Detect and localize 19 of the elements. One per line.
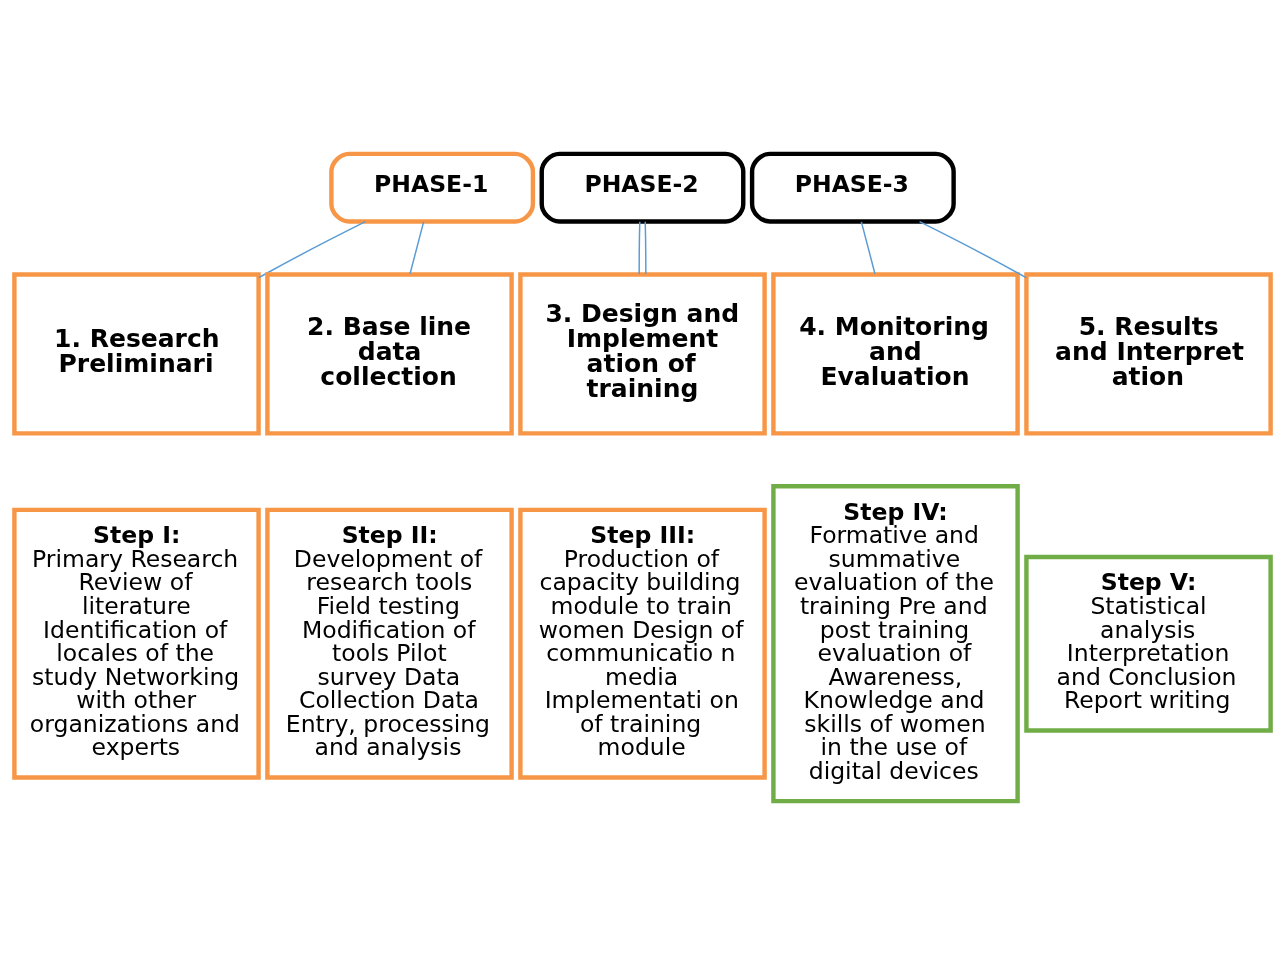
node-box: PHASE-3 [749, 151, 956, 224]
node-box: 2. Base line data collection [265, 272, 514, 436]
node-box: 4. Monitoring and Evaluation [771, 272, 1020, 436]
node-box: PHASE-1 [329, 151, 536, 224]
node-box: Step I: Primary Research Review of literature Identification of locales of the study Networking with other organizations and experts [12, 507, 261, 780]
connector [638, 221, 641, 275]
node-box: Step IV: Formative and summative evaluation of the training Pre and post training evaluation of Awareness, Knowledge and skills of women in the use of digital devices [771, 484, 1020, 804]
node-box: PHASE-2 [539, 151, 746, 224]
node-box: Step II: Development of research tools Field testing Modification of tools Pilot survey Data Collection Data Entry, processing and analysis [265, 507, 514, 780]
connector [409, 221, 425, 275]
node-box: 3. Design and Implement ation of training [518, 272, 767, 436]
connector [860, 221, 876, 275]
connector [258, 220, 367, 279]
node-box: 1. Research Preliminari [12, 272, 261, 436]
connector [918, 220, 1027, 279]
node-box: Step III: Production of capacity building module to train women Design of communicatio n media Implementati on of training module [518, 507, 767, 780]
node-box: 5. Results and Interpretation [1024, 272, 1273, 436]
node-box: Step V: Statistical analysis Interpretation and Conclusion Report writing [1024, 554, 1273, 733]
connector [644, 221, 647, 275]
